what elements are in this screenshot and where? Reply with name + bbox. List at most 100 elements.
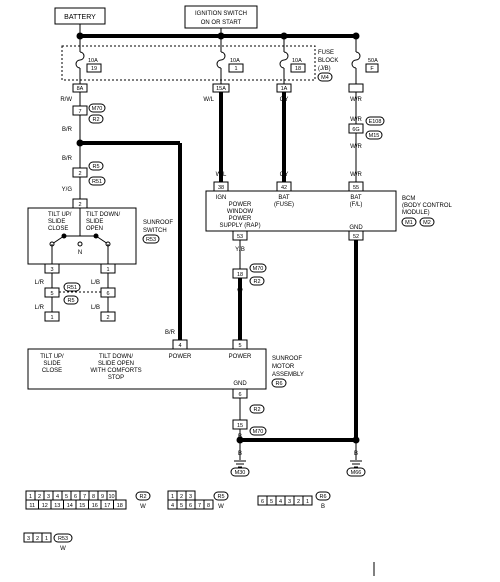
wire-color: L/R (35, 280, 45, 286)
switch-name: SWITCH (143, 228, 167, 234)
bcm-power-label: POWER (229, 216, 252, 222)
connector-cell-number: 2 (36, 536, 39, 542)
terminal-15a: 15A (216, 86, 226, 92)
connector-r51: R51 (67, 285, 77, 291)
connector-cell-number: 3 (27, 536, 30, 542)
wire-color: GY (280, 172, 289, 178)
wire-color: W (237, 289, 243, 295)
connector-r2: R2 (253, 407, 260, 413)
connector-cell-number: 1 (29, 494, 32, 500)
switch-left-label: TILT UP/ (48, 212, 72, 218)
fuse-1-amps: 10A (88, 58, 98, 64)
motor-label: TILT DOWN/ (99, 354, 133, 360)
bcm-pin-42: 42 (281, 185, 287, 191)
bcm-power-label: SUPPLY (RAP) (219, 223, 260, 229)
connector-cell-number: 5 (180, 503, 183, 509)
r6-view-color: B (321, 504, 325, 510)
connector-cell-number: 2 (38, 494, 41, 500)
connector-e108: E108 (369, 119, 382, 125)
motor-name: SUNROOF (272, 356, 302, 362)
r53-view-color: W (60, 546, 66, 552)
connector-cell-number: 12 (42, 503, 48, 509)
connector-cell-number: 18 (117, 503, 123, 509)
fuse-block-label-2: BLOCK (318, 58, 338, 64)
connector-cell-number: 4 (56, 494, 59, 500)
connector-cell-number: 17 (104, 503, 110, 509)
connector-cell (302, 495, 313, 506)
switch-right-label: TILT DOWN/ (86, 212, 120, 218)
connector-cell-number: 11 (29, 503, 35, 509)
sunroof-motor-box (27, 348, 267, 390)
bcm-connector: M1 (405, 220, 413, 226)
connector-r5: R5 (92, 164, 99, 170)
connector-cell-number: 3 (288, 499, 291, 505)
wire-color: W/L (216, 172, 227, 178)
terminal-1a: 1A (281, 86, 288, 92)
fuse-block-label-1: FUSE (318, 50, 334, 56)
fusible-link-icon (351, 51, 361, 69)
bcm-bat-sub: (F/L) (350, 202, 363, 208)
bcm-power-label: POWER (229, 202, 252, 208)
connector-m15: M15 (369, 133, 380, 139)
fuse-1-number: 19 (91, 66, 97, 72)
connector-tag (317, 72, 333, 82)
bcm-bat-label: BAT (350, 195, 362, 201)
motor-pin-2: 2 (106, 315, 109, 321)
wire-color: B/R (62, 127, 73, 133)
connector-r51: R51 (92, 179, 102, 185)
fuse-icon (75, 51, 85, 69)
motor-name: MOTOR (272, 364, 295, 370)
bcm-gnd-label: GND (349, 225, 363, 231)
connector-cell-number: 1 (45, 536, 48, 542)
wire-color: Y/B (235, 247, 245, 253)
connector-cell-number: 7 (83, 494, 86, 500)
motor-label: SLIDE OPEN (98, 361, 134, 367)
bcm-pin-38: 38 (218, 185, 224, 191)
bcm-ign-label: IGN (216, 195, 227, 201)
wire-color: L/B (91, 280, 100, 286)
connector-cell (41, 532, 52, 543)
motor-label: TILT UP/ (40, 354, 64, 360)
bcm-pin-52: 52 (353, 234, 359, 240)
connector-cell-number: 2 (297, 499, 300, 505)
terminal-2: 2 (78, 202, 81, 208)
wire-color: W/R (350, 97, 362, 103)
terminal-1: 1 (106, 267, 109, 273)
bcm-pin-55: 55 (353, 185, 359, 191)
fuse-icon (216, 51, 226, 69)
terminal-18: 18 (237, 272, 243, 278)
connector-cell-number: 8 (207, 503, 210, 509)
bcm-name: MODULE) (402, 210, 430, 216)
terminal-6g: 6G (352, 127, 359, 133)
bcm-name: BCM (402, 196, 415, 202)
connector-m70: M70 (92, 106, 103, 112)
connector-r2: R2 (253, 279, 260, 285)
fusible-link-letter: F (370, 66, 374, 72)
motor-label: STOP (108, 375, 124, 381)
r5-view-code: R5 (217, 494, 224, 500)
bcm-bat-sub: (FUSE) (274, 202, 294, 208)
wire-color: GY (280, 97, 289, 103)
bcm-pin-53: 53 (237, 234, 243, 240)
motor-pin-5: 5 (238, 343, 241, 349)
connector-cell (113, 499, 127, 510)
fuse-3-amps: 10A (292, 58, 302, 64)
switch-connector: R53 (146, 237, 156, 243)
wire-color: R/W (60, 97, 72, 103)
connector-m70: M70 (253, 429, 264, 435)
wire-color: B (238, 451, 242, 457)
battery-label: BATTERY (64, 14, 96, 21)
r2-view-code: R2 (139, 494, 146, 500)
connector-cell (203, 499, 214, 510)
wire-color: B (354, 247, 358, 253)
ignition-switch-label-2: ON OR START (201, 20, 242, 26)
fuse-block-connector: M4 (321, 75, 329, 81)
fusible-link-amps: 50A (368, 58, 378, 64)
switch-right-label: SLIDE (86, 219, 103, 225)
connector-cell-number: 8 (92, 494, 95, 500)
